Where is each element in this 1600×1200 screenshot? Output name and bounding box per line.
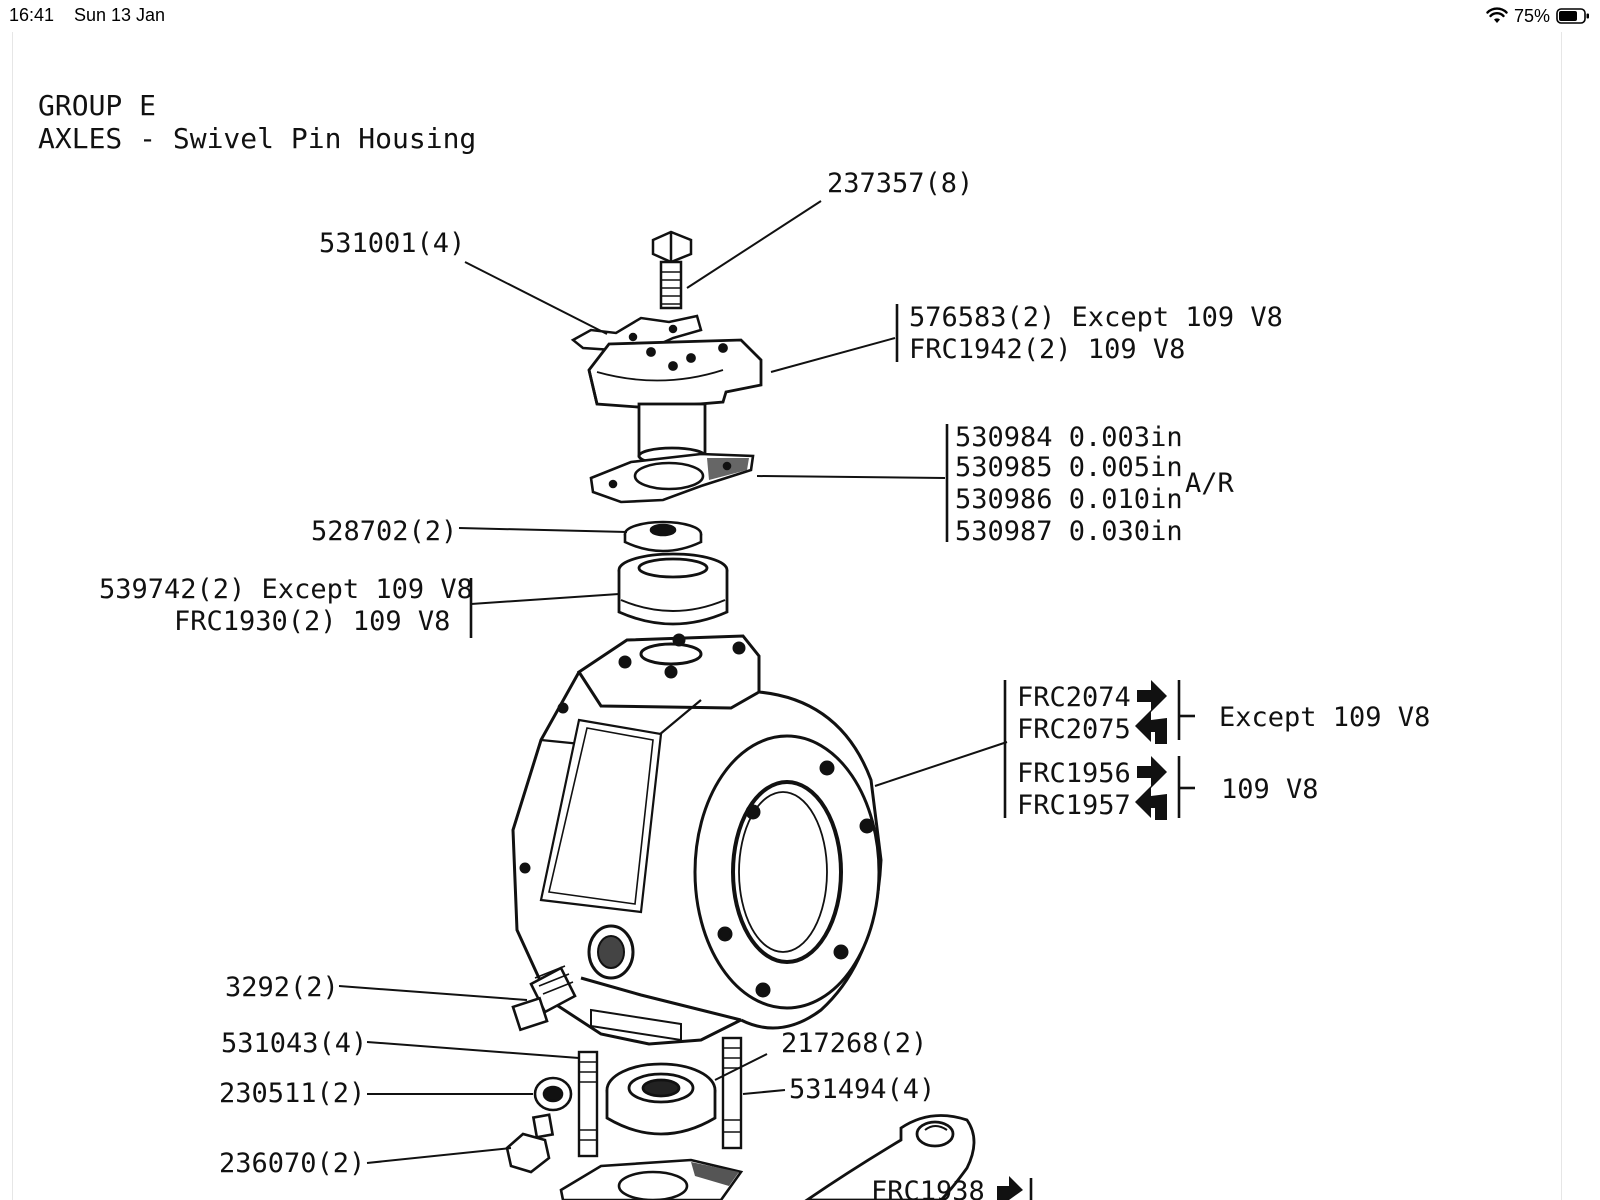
bolt-drawing [651, 230, 693, 310]
label-frc1930: FRC1930(2) 109 V8 [174, 606, 450, 637]
status-right: 75% [1486, 5, 1590, 27]
arrow-left-icon [1135, 710, 1167, 744]
parts-diagram: GROUP E AXLES - Swivel Pin Housing [38, 89, 1430, 1200]
studs-drawing [577, 1036, 743, 1158]
steering-arm-drawing [804, 1114, 976, 1200]
label-530985: 530985 0.005in [955, 452, 1183, 483]
label-530987: 530987 0.030in [955, 516, 1183, 547]
label-576583: 576583(2) Except 109 V8 [909, 302, 1283, 333]
label-109-v8: 109 V8 [1221, 774, 1319, 805]
top-swivel-pin-drawing [587, 338, 763, 466]
bearing-drawing [617, 552, 729, 626]
label-236070: 236070(2) [219, 1148, 365, 1179]
nut-drawing [533, 1076, 573, 1112]
label-frc1957: FRC1957 [1017, 790, 1131, 821]
bottom-gasket-drawing [559, 1158, 744, 1200]
section-title: AXLES - Swivel Pin Housing [38, 122, 476, 155]
arrow-left-icon [1135, 786, 1167, 820]
label-except-109-v8: Except 109 V8 [1219, 702, 1430, 733]
swivel-housing-drawing [511, 633, 883, 1046]
arrow-icons [997, 680, 1167, 1200]
thrust-washer-drawing [623, 520, 703, 553]
label-3292: 3292(2) [225, 972, 339, 1003]
label-237357: 237357(8) [827, 168, 973, 199]
label-frc1942: FRC1942(2) 109 V8 [909, 334, 1185, 365]
label-530986: 530986 0.010in [955, 484, 1183, 515]
wifi-icon [1486, 7, 1508, 23]
label-frc1956: FRC1956 [1017, 758, 1131, 789]
arrow-right-icon [1137, 756, 1167, 788]
label-217268: 217268(2) [781, 1028, 927, 1059]
label-539742: 539742(2) Except 109 V8 [99, 574, 473, 605]
label-531001: 531001(4) [319, 228, 465, 259]
label-ar: A/R [1185, 468, 1235, 499]
shim-plate-drawing [589, 452, 755, 504]
label-frc2075: FRC2075 [1017, 714, 1131, 745]
group-title: GROUP E [38, 89, 156, 122]
label-frc2074: FRC2074 [1017, 682, 1131, 713]
label-brackets [469, 304, 1195, 1200]
status-time: 16:41 [9, 5, 55, 25]
battery-icon [1556, 8, 1589, 24]
plug-drawing [511, 965, 577, 1032]
status-bar: 16:41 Sun 13 Jan 75% [0, 0, 1600, 32]
arrow-right-icon [1137, 680, 1167, 712]
label-528702: 528702(2) [311, 516, 457, 547]
label-531043: 531043(4) [221, 1028, 367, 1059]
document-page: GROUP E AXLES - Swivel Pin Housing [12, 32, 1562, 1200]
label-230511: 230511(2) [219, 1078, 365, 1109]
grease-nipple-drawing [505, 1113, 555, 1174]
bottom-bearing-drawing [605, 1062, 717, 1136]
leader-lines [338, 200, 1008, 1164]
label-frc1938: FRC1938 [871, 1176, 985, 1200]
status-date: Sun 13 Jan [74, 5, 166, 25]
arrow-right-icon [997, 1176, 1023, 1200]
label-531494: 531494(4) [789, 1074, 935, 1105]
battery-percent: 75% [1513, 5, 1550, 26]
label-530984: 530984 0.003in [955, 422, 1183, 453]
